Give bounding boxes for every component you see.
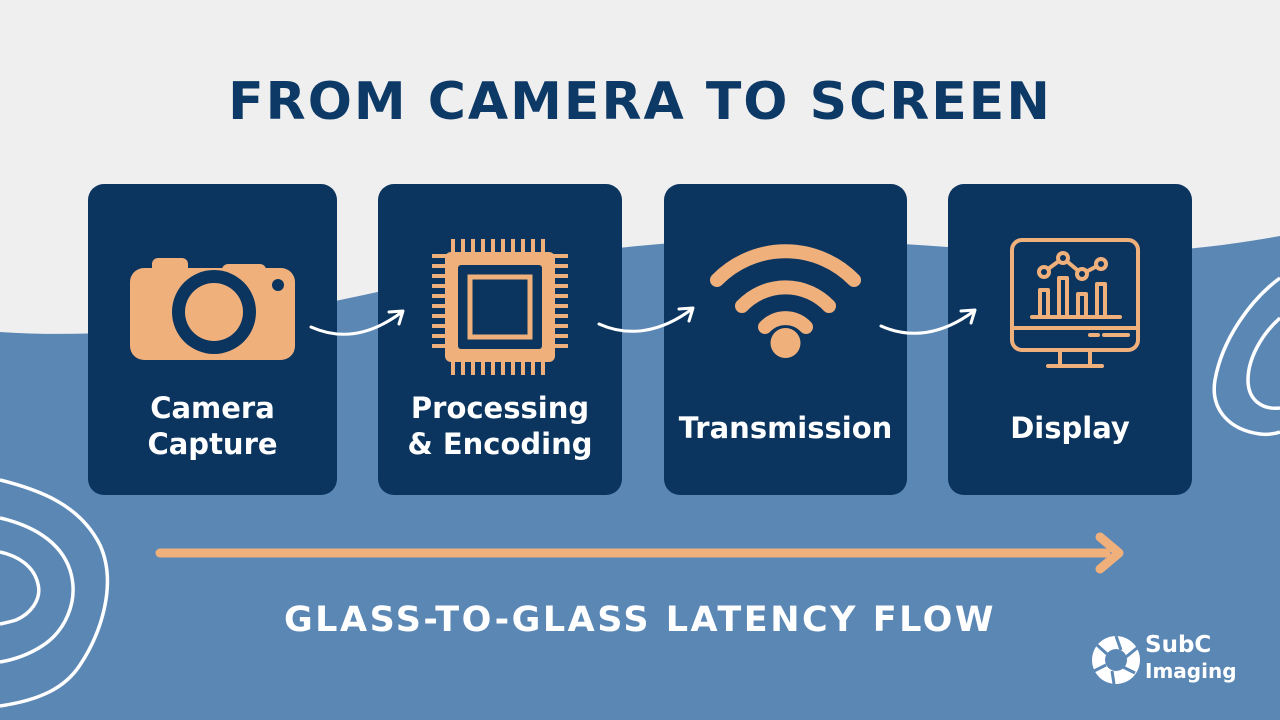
contour-lines-right — [1212, 276, 1280, 437]
cpu-chip-icon — [432, 239, 568, 375]
stage-label: Transmission — [678, 411, 893, 445]
stage-card-processing-encoding: Processing & Encoding — [378, 184, 622, 495]
stage-card-camera-capture: Camera Capture — [88, 184, 337, 495]
stage-label: Display — [1010, 411, 1130, 445]
stage-card-transmission: Transmission — [664, 184, 907, 495]
logo-text-line1: SubC — [1145, 632, 1212, 658]
stage-label: Camera Capture — [147, 391, 278, 461]
aperture-icon — [1092, 635, 1140, 685]
stage-card-display: Display — [948, 184, 1192, 495]
stage-label: Processing & Encoding — [407, 391, 593, 461]
subc-imaging-logo: SubC Imaging — [1090, 632, 1240, 688]
page-title: FROM CAMERA TO SCREEN — [228, 72, 1052, 132]
monitor-chart-icon — [1010, 238, 1140, 368]
camera-icon — [130, 258, 295, 360]
flow-caption: GLASS-TO-GLASS LATENCY FLOW — [283, 600, 997, 640]
contour-lines-left — [0, 478, 110, 708]
logo-text-line2: Imaging — [1145, 659, 1237, 683]
wifi-icon — [710, 244, 861, 358]
